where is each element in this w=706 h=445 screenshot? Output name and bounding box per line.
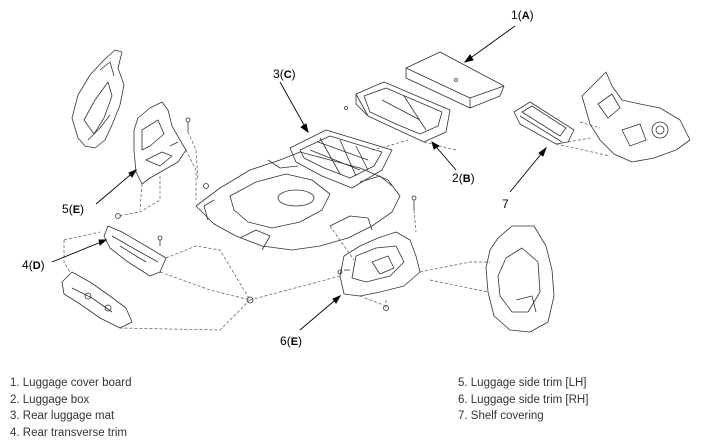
floor-pan-outline <box>195 151 401 251</box>
part-6-luggage-side-trim-rh <box>337 231 421 297</box>
callout-leaders <box>51 25 547 331</box>
callout-6: 6(E) <box>280 334 303 348</box>
legend-item: 3. Rear luggage mat <box>10 410 115 422</box>
legend-left: 1. Luggage cover board 2. Luggage box 3.… <box>10 375 131 441</box>
callout-4: 4(D) <box>22 258 45 272</box>
part-1-luggage-cover-board <box>405 51 505 109</box>
part-5-luggage-side-trim-lh <box>133 101 191 185</box>
part-3-rear-luggage-mat <box>289 129 393 189</box>
callout-3: 3(C) <box>273 67 296 81</box>
legend-right: 5. Luggage side trim [LH] 6. Luggage sid… <box>458 375 588 425</box>
legend-item: 2. Luggage box <box>10 393 90 406</box>
callout-1: 1(A) <box>511 8 534 22</box>
lh-quarter-panel-outline <box>71 49 125 149</box>
legend-item: 4. Rear transverse trim <box>10 426 127 439</box>
assembly-dashed-lines <box>63 121 611 331</box>
legend-item: 6. Luggage side trim [RH] <box>458 393 589 406</box>
callout-2: 2(B) <box>452 171 475 185</box>
rear-panel-outline <box>61 271 133 329</box>
part-4-rear-transverse-trim <box>103 225 167 277</box>
callout-7: 7 <box>502 197 509 211</box>
legend-item: 7. Shelf covering <box>458 410 544 422</box>
callout-5: 5(E) <box>62 202 85 216</box>
rh-quarter-panel-outline <box>581 71 691 163</box>
exploded-parts-diagram <box>51 25 691 333</box>
lower-right-body-side-outline <box>485 225 555 333</box>
part-2-luggage-box <box>355 81 451 143</box>
part-7-shelf-covering <box>513 101 575 145</box>
legend-item: 1. Luggage cover board <box>10 377 132 389</box>
legend-item: 5. Luggage side trim [LH] <box>458 377 587 389</box>
